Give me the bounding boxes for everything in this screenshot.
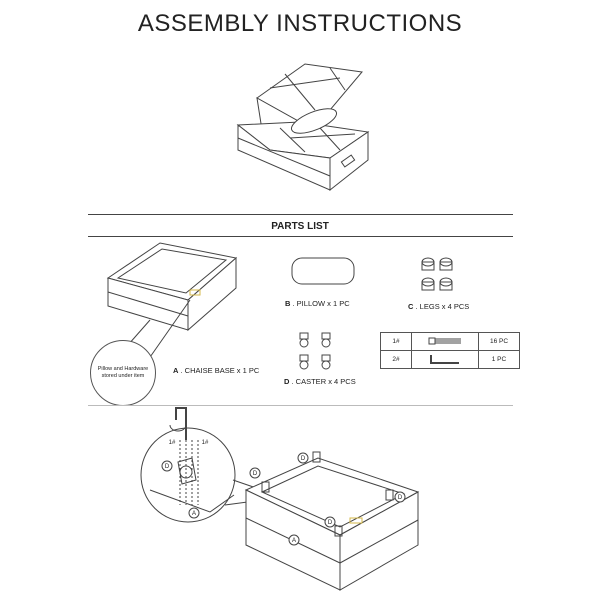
part-a-label: A . CHAISE BASE x 1 PC [173, 366, 260, 375]
callout-a: A [192, 511, 196, 517]
chaise-base-icon [106, 242, 238, 361]
bolt-label-left: 1# [169, 440, 176, 446]
part-b-label: B . PILLOW x 1 PC [285, 299, 350, 308]
hardware-qty: 1 PC [478, 350, 520, 369]
callout-d: D [165, 464, 170, 470]
hardware-table: 1# 16 PC 2# 1 PC [380, 332, 520, 369]
casters-icon [299, 332, 331, 370]
callout-d: D [398, 495, 403, 501]
divider-parts [88, 236, 513, 237]
caster-detail [149, 440, 235, 513]
bolt-label-right: 1# [202, 440, 209, 446]
divider-top [88, 214, 513, 215]
table-row: 2# 1 PC [380, 350, 520, 369]
callout-d: D [328, 520, 333, 526]
divider-assembly [88, 405, 513, 406]
part-d-label: D . CASTER x 4 PCS [284, 377, 356, 386]
pillow-icon [291, 257, 355, 285]
allen-key-icon [175, 407, 187, 440]
legs-icon [421, 257, 453, 291]
parts-list-title: PARTS LIST [271, 221, 329, 232]
callout-d: D [301, 456, 306, 462]
storage-note-bubble: Pillow and Hardware stored under item [90, 340, 156, 406]
corner-casters [261, 451, 394, 537]
part-c-label: C . LEGS x 4 PCS [408, 302, 470, 311]
callout-a: A [292, 538, 296, 544]
page-title: ASSEMBLY INSTRUCTIONS [137, 10, 463, 37]
callout-d: D [253, 471, 258, 477]
